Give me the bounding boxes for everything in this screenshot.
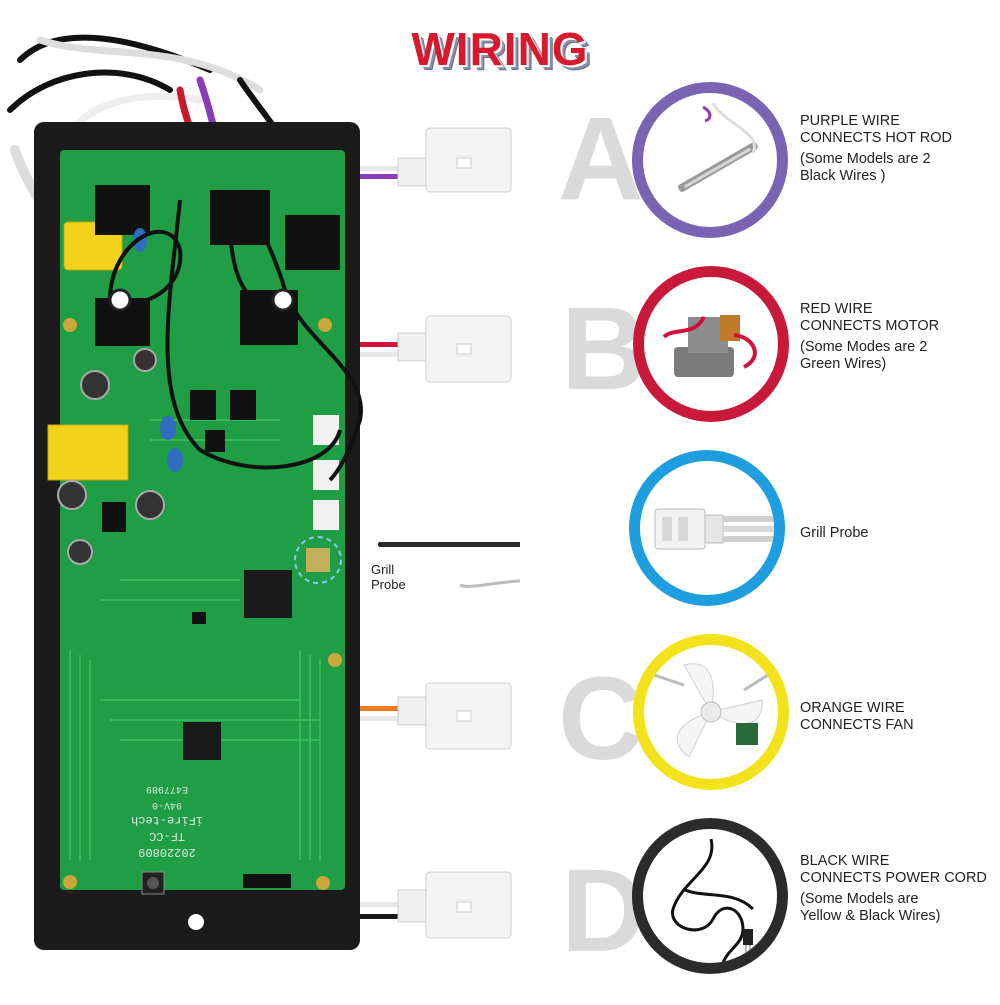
control-board: 20220809 TF-CC iFire-tech 94V-0 E477989 <box>0 0 380 1000</box>
fan-icon <box>653 663 769 758</box>
grill-probe-caption-line1: Grill <box>371 562 395 577</box>
board-model: TF-CC <box>149 829 186 843</box>
grill-probe-caption-line2: Probe <box>371 577 406 592</box>
page-title: WIRING <box>411 23 589 75</box>
board-rating: 94V-0 <box>152 799 183 810</box>
connector-a <box>360 127 512 193</box>
section-letter-a: A <box>558 93 644 225</box>
label-fan-line1: ORANGE WIRE <box>800 700 905 716</box>
connector-b <box>360 315 512 383</box>
label-fan-line2: CONNECTS FAN <box>800 717 914 733</box>
section-letter-d: D <box>561 845 647 977</box>
connector-c <box>360 682 512 750</box>
power-cord-icon <box>671 838 755 963</box>
fan-ring <box>633 634 789 790</box>
motor-icon <box>662 315 757 377</box>
label-hot-rod-note: (Some Models are 2 Black Wires ) <box>800 151 931 184</box>
connector-d <box>360 871 512 939</box>
label-hot-rod: PURPLE WIRE CONNECTS HOT ROD (Some Model… <box>800 113 990 185</box>
grill-probe-illustration <box>378 542 520 588</box>
label-motor: RED WIRE CONNECTS MOTOR (Some Modes are … <box>800 301 990 373</box>
label-power-cord-line2: CONNECTS POWER CORD <box>800 870 987 886</box>
probe-ring <box>629 450 785 606</box>
label-grill-probe-line1: Grill Probe <box>800 525 869 541</box>
probe-connector-icon <box>654 508 774 550</box>
label-power-cord-note: (Some Models are Yellow & Black Wires) <box>800 891 941 924</box>
power-cord-ring <box>632 818 788 974</box>
board-maker: iFire-tech <box>131 813 204 827</box>
wire-connectors <box>360 127 520 939</box>
section-letter-b: B <box>561 283 647 415</box>
board-date-code: 20220809 <box>138 845 196 859</box>
label-hot-rod-line1: PURPLE WIRE <box>800 113 900 129</box>
board-markings: 20220809 TF-CC iFire-tech 94V-0 E477989 <box>112 780 222 860</box>
hot-rod-icon <box>678 102 758 192</box>
label-motor-line2: CONNECTS MOTOR <box>800 318 940 334</box>
label-motor-note: (Some Modes are 2 Green Wires) <box>800 339 928 372</box>
label-power-cord-line1: BLACK WIRE <box>800 853 890 869</box>
label-motor-line1: RED WIRE <box>800 301 873 317</box>
control-board-illustration <box>7 34 363 950</box>
section-letter-c: C <box>558 653 644 785</box>
motor-ring <box>633 266 789 422</box>
label-fan: ORANGE WIRE CONNECTS FAN <box>800 700 990 734</box>
label-grill-probe: Grill Probe <box>800 525 990 542</box>
label-hot-rod-line2: CONNECTS HOT ROD <box>800 130 952 146</box>
board-cert: E477989 <box>146 783 189 794</box>
grill-probe-caption: Grill Probe <box>371 562 406 592</box>
label-power-cord: BLACK WIRE CONNECTS POWER CORD (Some Mod… <box>800 853 990 925</box>
hot-rod-ring <box>632 82 788 238</box>
